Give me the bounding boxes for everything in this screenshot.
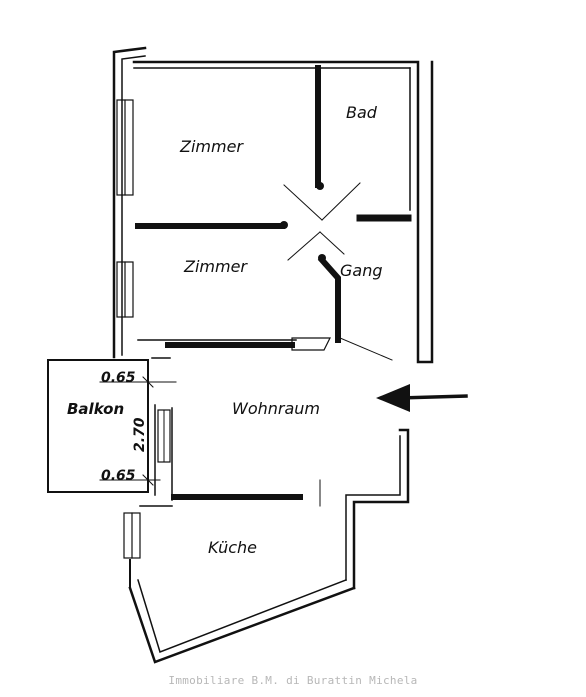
dimension-balkon-bottom: 0.65 — [101, 468, 136, 484]
room-label-wohnraum: Wohnraum — [232, 399, 320, 418]
bad-wall — [315, 65, 324, 190]
balkon-dimension-lines — [99, 376, 177, 486]
wohnraum-right-wall — [345, 428, 410, 590]
left-windows — [116, 99, 141, 559]
room-label-gang: Gang — [340, 261, 383, 280]
room-label-zimmer-2: Zimmer — [183, 257, 248, 276]
outer-walls — [112, 46, 434, 364]
bedroom-bottom-wall — [137, 337, 331, 351]
gang-wall — [317, 254, 341, 343]
room-label-zimmer-1: Zimmer — [179, 137, 244, 156]
room-label-balkon: Balkon — [67, 400, 124, 418]
wohnraum-left-wall — [154, 404, 173, 501]
kueche-bottom-wall — [128, 559, 356, 664]
kueche-partition — [139, 479, 321, 507]
room-label-kueche: Küche — [208, 538, 257, 557]
door-swings — [283, 182, 393, 361]
entrance-arrow-icon — [376, 384, 468, 412]
room-label-bad: Bad — [346, 103, 378, 122]
balkon-outline — [47, 357, 171, 493]
dimension-balkon-top: 0.65 — [101, 370, 136, 386]
dimension-balkon-side: 2.70 — [132, 417, 148, 452]
watermark: Immobiliare B.M. di Burattin Michela — [168, 674, 418, 687]
zimmer-partition — [135, 221, 288, 229]
